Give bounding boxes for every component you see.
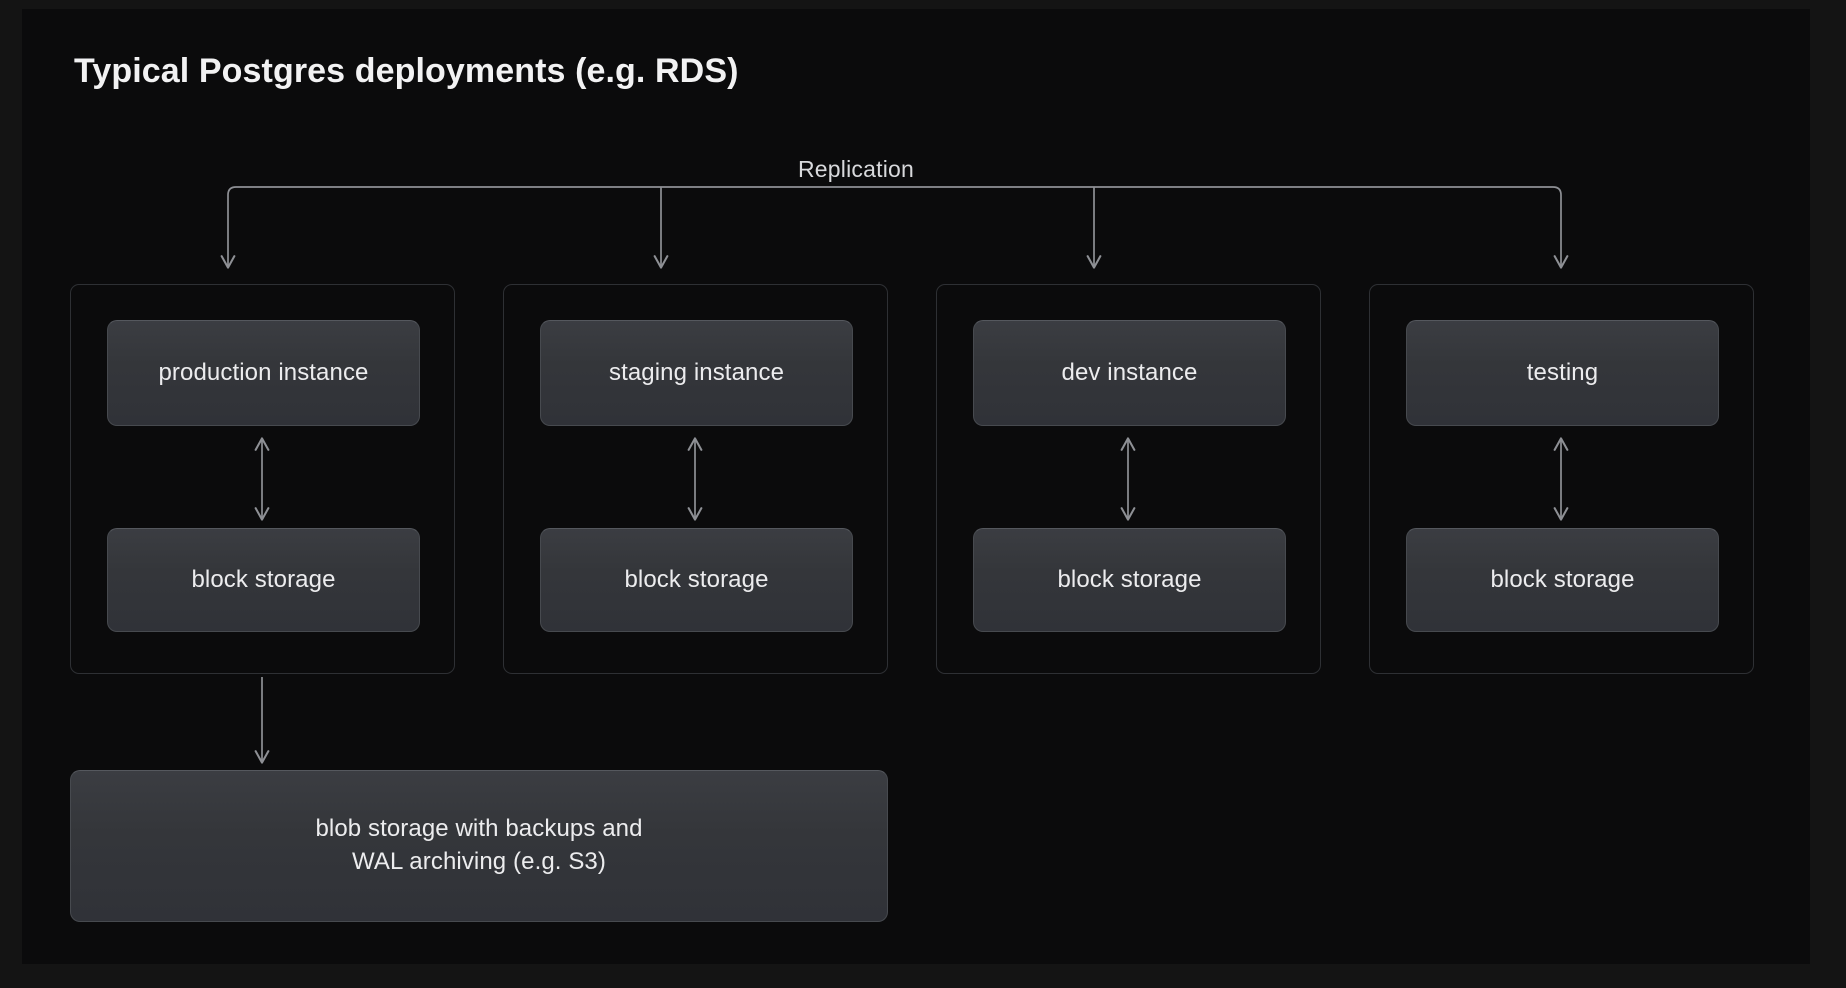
deployment-column-staging[interactable]: staging instance block storage (503, 284, 888, 674)
blob-storage-box[interactable]: blob storage with backups and WAL archiv… (70, 770, 888, 922)
replication-bus (220, 186, 1569, 269)
page-title: Typical Postgres deployments (e.g. RDS) (74, 52, 739, 90)
blob-storage-label-line2: WAL archiving (e.g. S3) (352, 848, 606, 875)
block-storage-card-label: block storage (191, 565, 336, 593)
block-storage-card-testing[interactable]: block storage (1406, 528, 1719, 632)
blob-storage-label-line1: blob storage with backups and (315, 815, 643, 843)
instance-card-dev[interactable]: dev instance (973, 320, 1286, 426)
deployment-column-dev[interactable]: dev instance block storage (936, 284, 1321, 674)
block-storage-card-label: block storage (624, 565, 769, 593)
instance-card-staging[interactable]: staging instance (540, 320, 853, 426)
postgres-deployment-diagram: Typical Postgres deployments (e.g. RDS) … (22, 9, 1810, 964)
deployment-column-production[interactable]: production instance block storage (70, 284, 455, 674)
instance-card-label: production instance (158, 358, 369, 386)
instance-storage-links (254, 437, 1569, 521)
instance-card-label: staging instance (608, 358, 785, 386)
deployment-column-testing[interactable]: testing block storage (1369, 284, 1754, 674)
instance-card-production[interactable]: production instance (107, 320, 420, 426)
instance-card-label: testing (1526, 358, 1599, 386)
blob-storage-label: blob storage with backups and WAL archiv… (315, 813, 642, 878)
instance-card-testing[interactable]: testing (1406, 320, 1719, 426)
replication-label: Replication (22, 156, 1810, 183)
block-storage-card-production[interactable]: block storage (107, 528, 420, 632)
block-storage-card-label: block storage (1490, 565, 1635, 593)
instance-card-label: dev instance (1061, 358, 1198, 386)
replication-label-text: Replication (798, 156, 914, 182)
connector-layer (220, 186, 1569, 764)
block-storage-card-staging[interactable]: block storage (540, 528, 853, 632)
content-panel: Typical Postgres deployments (e.g. RDS) … (22, 9, 1810, 964)
block-storage-card-label: block storage (1057, 565, 1202, 593)
block-storage-card-dev[interactable]: block storage (973, 528, 1286, 632)
